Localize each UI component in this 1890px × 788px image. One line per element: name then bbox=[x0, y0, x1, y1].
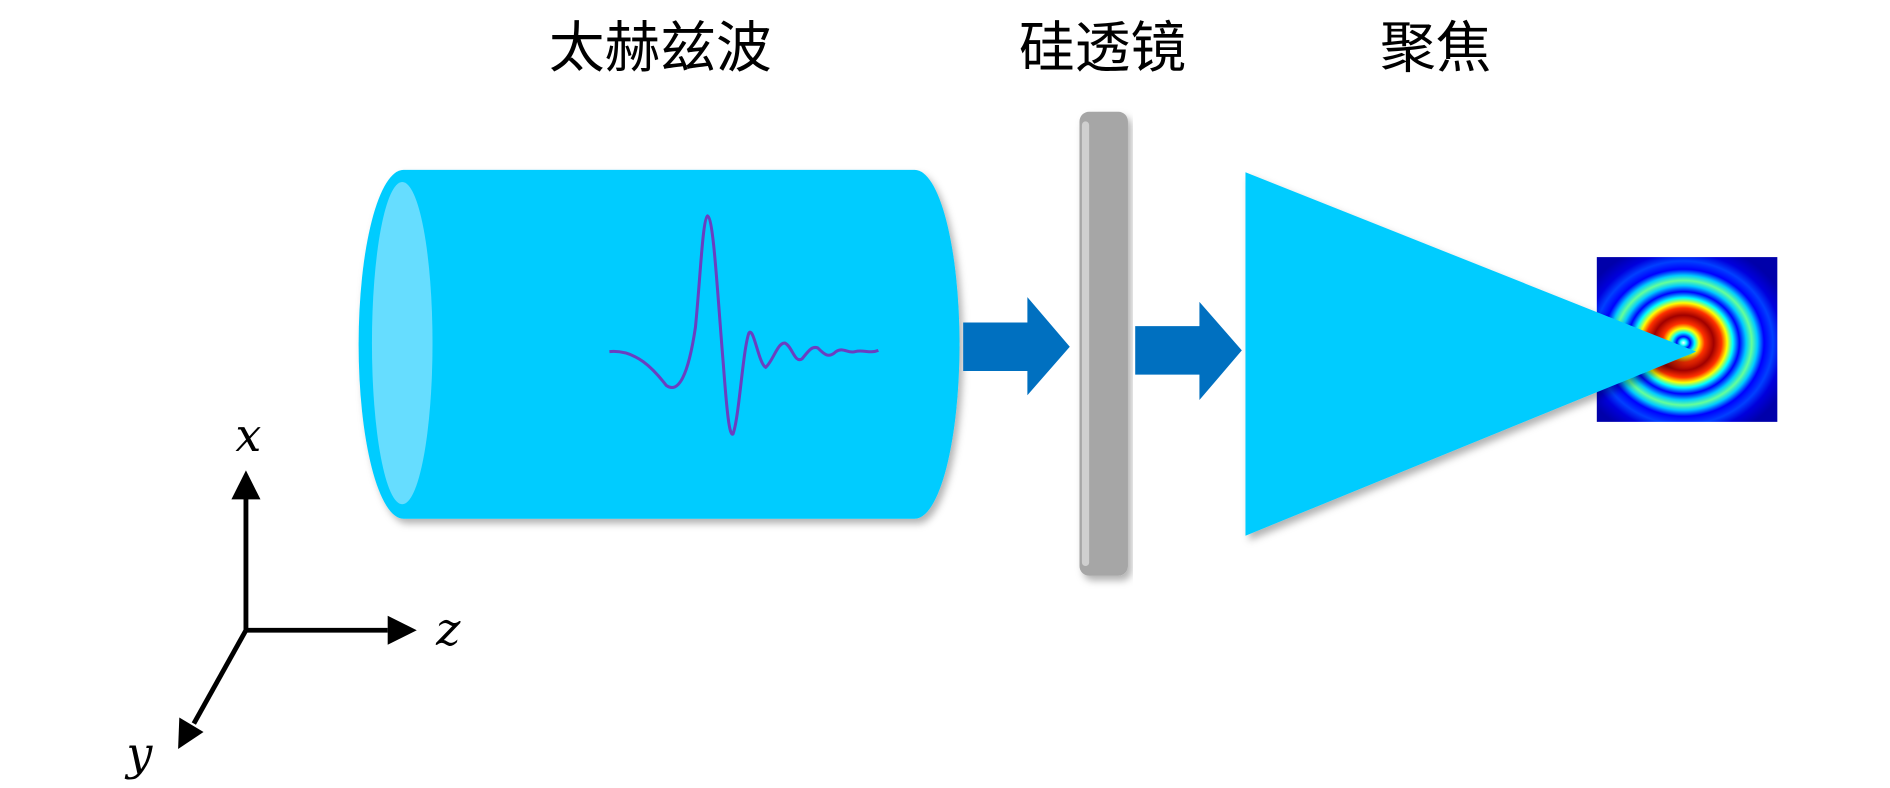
arrow-right-icon bbox=[963, 297, 1070, 396]
beam-entrance-face bbox=[371, 181, 433, 505]
silicon-lens bbox=[1079, 111, 1128, 576]
axis-label-y: y bbox=[124, 727, 153, 781]
axis-label-x: x bbox=[235, 408, 261, 462]
title-terahertz-wave: 太赫兹波 bbox=[549, 16, 772, 81]
title-focusing: 聚焦 bbox=[1380, 16, 1491, 81]
title-silicon-lens: 硅透镜 bbox=[1019, 16, 1186, 81]
terahertz-waveform bbox=[609, 214, 879, 436]
focusing-cone bbox=[1245, 172, 1697, 536]
terahertz-beam-cylinder bbox=[358, 169, 960, 519]
arrow-right-icon bbox=[1135, 301, 1242, 401]
coordinate-axes bbox=[178, 470, 417, 749]
axis-label-z: z bbox=[435, 602, 461, 656]
